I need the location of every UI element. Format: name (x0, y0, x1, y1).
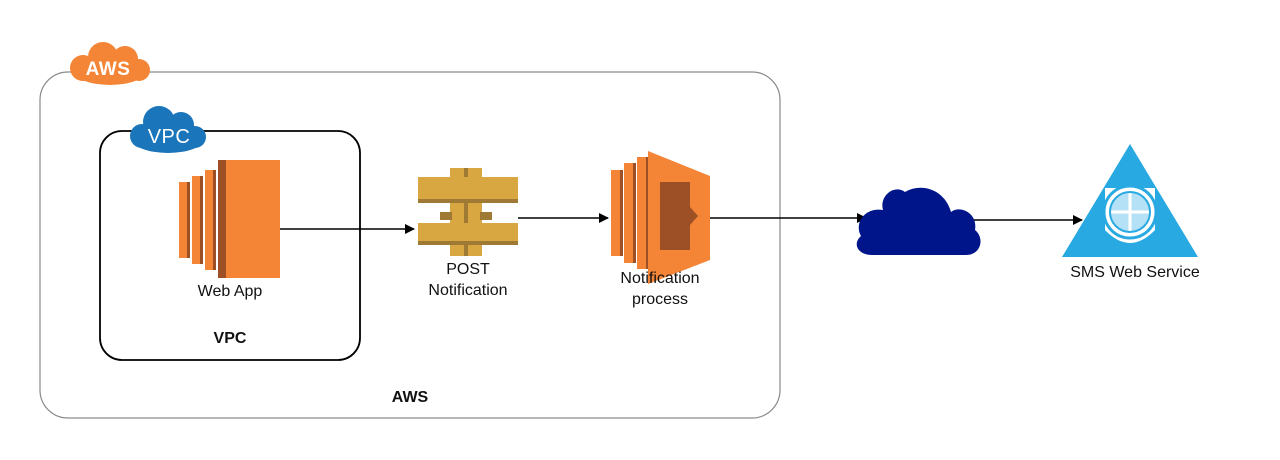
aws-badge-label: AWS (85, 59, 131, 80)
vpc-group-container[interactable] (99, 130, 361, 361)
aws-badge-cloud-icon (70, 42, 150, 85)
lambda-label-line2: process (631, 291, 689, 308)
lambda-label-line1: Notification (620, 270, 700, 287)
api-gateway-icon[interactable] (418, 168, 518, 256)
cloud-icon[interactable] (856, 187, 981, 255)
aws-group-label: AWS (391, 389, 429, 406)
ec2-instance-icon[interactable] (179, 160, 280, 278)
web-app-label: Web App (197, 283, 263, 300)
api-gateway-label-line1: POST (446, 261, 490, 278)
web-service-icon[interactable] (1062, 144, 1198, 257)
aws-group-container[interactable] (39, 71, 781, 419)
api-gateway-label-line2: Notification (428, 282, 508, 299)
sms-service-label: SMS Web Service (1070, 264, 1200, 281)
vpc-badge-cloud-icon (130, 106, 206, 153)
vpc-group-label: VPC (213, 330, 247, 347)
lambda-icon[interactable] (611, 151, 710, 284)
vpc-badge-label: VPC (147, 126, 191, 148)
